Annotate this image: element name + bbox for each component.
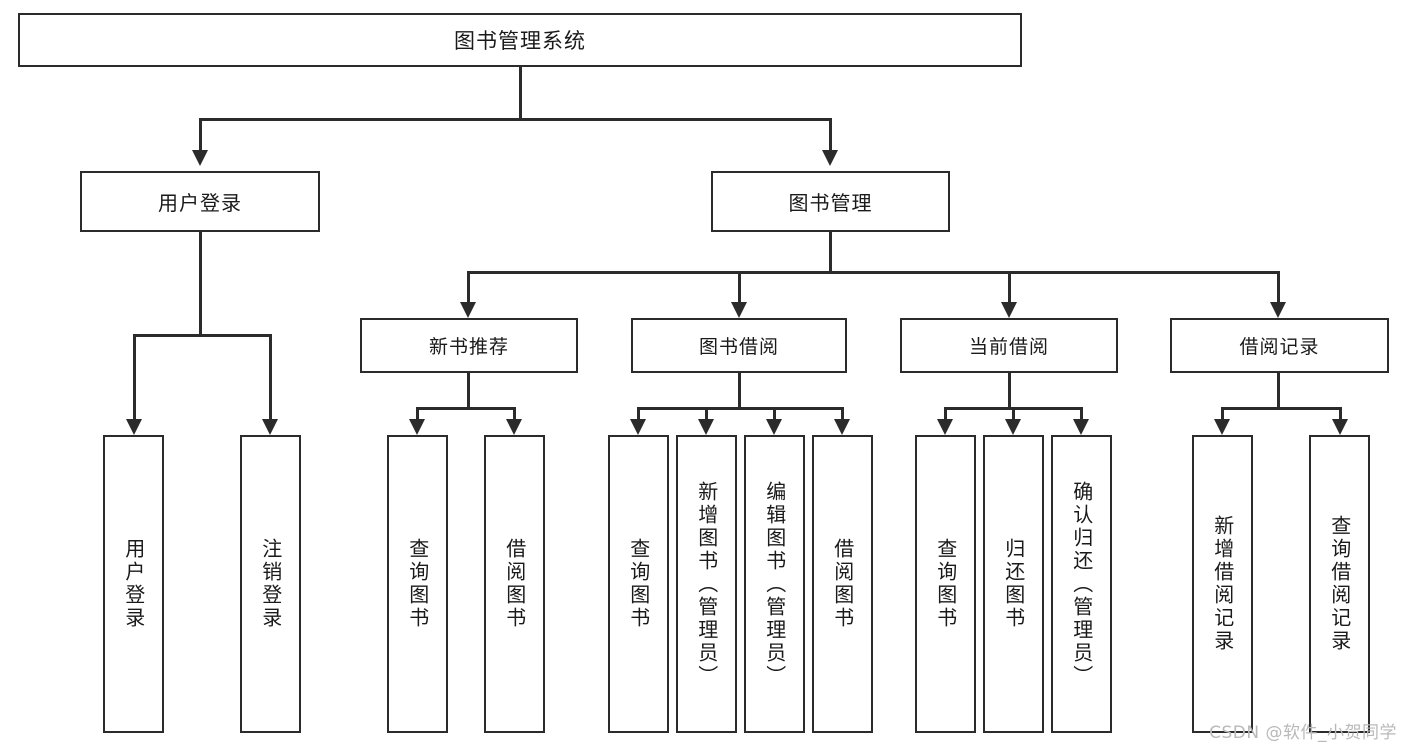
connector-borrow-record-stem — [1277, 373, 1280, 410]
leaf-current-borrow-1[interactable]: 查询图书 — [915, 435, 976, 733]
connector-book-borrow-child-1 — [637, 407, 640, 421]
node-book-borrow[interactable]: 图书借阅 — [631, 318, 847, 373]
connector-to-book-manage — [829, 118, 832, 150]
arrow-book-borrow-child-2 — [698, 419, 714, 435]
connector-borrow-record-bar — [1221, 407, 1341, 410]
leaf-book-borrow-3[interactable]: 编辑图书（管理员） — [744, 435, 805, 733]
connector-to-new-book — [467, 271, 470, 303]
leaf-current-borrow-3[interactable]: 确认归还（管理员） — [1051, 435, 1112, 733]
connector-user-login-stem — [199, 232, 202, 336]
connector-new-book-child-2 — [513, 407, 516, 421]
leaf-user-login-1-label: 用户登录 — [121, 538, 146, 630]
connector-current-borrow-stem — [1008, 373, 1011, 410]
connector-user-login-bar — [133, 334, 271, 337]
leaf-current-borrow-3-label: 确认归还（管理员） — [1069, 480, 1094, 688]
watermark: CSDN @软件_小贺同学 — [1209, 723, 1397, 743]
connector-to-current-borrow — [1008, 271, 1011, 303]
node-current-borrow[interactable]: 当前借阅 — [900, 318, 1118, 373]
arrow-new-book-child-2 — [506, 419, 522, 435]
arrow-to-current-borrow — [1001, 302, 1017, 318]
connector-to-book-borrow — [738, 271, 741, 303]
leaf-borrow-record-1-label: 新增借阅记录 — [1210, 515, 1235, 653]
arrow-current-borrow-child-2 — [1005, 419, 1021, 435]
leaf-book-borrow-4-label: 借阅图书 — [830, 538, 855, 630]
node-borrow-record-label: 借阅记录 — [1239, 336, 1320, 358]
connector-user-login-child-1 — [133, 334, 136, 420]
leaf-user-login-2[interactable]: 注销登录 — [240, 435, 301, 733]
leaf-new-book-2-label: 借阅图书 — [502, 538, 527, 630]
arrow-current-borrow-child-1 — [937, 419, 953, 435]
node-new-book-recommend-label: 新书推荐 — [428, 336, 509, 358]
arrow-new-book-child-1 — [409, 419, 425, 435]
connector-book-borrow-child-4 — [841, 407, 844, 421]
leaf-book-borrow-1[interactable]: 查询图书 — [608, 435, 669, 733]
connector-current-borrow-child-1 — [944, 407, 947, 421]
connector-book-manage-stem — [829, 232, 832, 274]
connector-level2-bar — [467, 271, 1279, 274]
arrow-borrow-record-child-2 — [1332, 419, 1348, 435]
arrow-user-login-child-1 — [126, 419, 142, 435]
leaf-borrow-record-2[interactable]: 查询借阅记录 — [1309, 435, 1370, 733]
leaf-borrow-record-2-label: 查询借阅记录 — [1327, 515, 1352, 653]
node-current-borrow-label: 当前借阅 — [968, 336, 1049, 358]
leaf-borrow-record-1[interactable]: 新增借阅记录 — [1192, 435, 1253, 733]
arrow-to-borrow-record — [1270, 302, 1286, 318]
leaf-user-login-2-label: 注销登录 — [258, 538, 283, 630]
node-root-label: 图书管理系统 — [454, 29, 586, 53]
connector-book-borrow-stem — [738, 373, 741, 410]
arrow-current-borrow-child-3 — [1073, 419, 1089, 435]
connector-to-borrow-record — [1277, 271, 1280, 303]
leaf-current-borrow-1-label: 查询图书 — [933, 538, 958, 630]
node-root[interactable]: 图书管理系统 — [18, 13, 1022, 67]
arrow-to-book-manage — [822, 150, 838, 166]
arrow-borrow-record-child-1 — [1214, 419, 1230, 435]
connector-borrow-record-child-1 — [1221, 407, 1224, 421]
connector-book-borrow-child-2 — [705, 407, 708, 421]
leaf-new-book-1[interactable]: 查询图书 — [387, 435, 448, 733]
connector-current-borrow-child-3 — [1080, 407, 1083, 421]
leaf-book-borrow-3-label: 编辑图书（管理员） — [762, 480, 787, 688]
node-user-login-label: 用户登录 — [158, 191, 242, 215]
node-new-book-recommend[interactable]: 新书推荐 — [360, 318, 578, 373]
node-book-manage-label: 图书管理 — [788, 191, 873, 215]
arrow-book-borrow-child-1 — [630, 419, 646, 435]
leaf-book-borrow-2-label: 新增图书（管理员） — [694, 480, 719, 688]
leaf-current-borrow-2[interactable]: 归还图书 — [983, 435, 1044, 733]
leaf-book-borrow-2[interactable]: 新增图书（管理员） — [676, 435, 737, 733]
arrow-to-book-borrow — [731, 302, 747, 318]
node-book-borrow-label: 图书借阅 — [698, 336, 779, 358]
connector-current-borrow-child-2 — [1012, 407, 1015, 421]
leaf-new-book-1-label: 查询图书 — [405, 538, 430, 630]
leaf-user-login-1[interactable]: 用户登录 — [103, 435, 164, 733]
connector-new-book-child-1 — [416, 407, 419, 421]
connector-root-stem — [519, 67, 522, 119]
connector-level1-bar — [199, 118, 832, 121]
leaf-book-borrow-4[interactable]: 借阅图书 — [812, 435, 873, 733]
connector-user-login-child-2 — [269, 334, 272, 420]
connector-book-borrow-bar — [637, 407, 843, 410]
node-book-manage[interactable]: 图书管理 — [711, 171, 950, 232]
connector-new-book-stem — [467, 373, 470, 410]
connector-book-borrow-child-3 — [773, 407, 776, 421]
connector-borrow-record-child-2 — [1339, 407, 1342, 421]
connector-to-user-login — [199, 118, 202, 150]
arrow-to-user-login — [192, 150, 208, 166]
arrow-book-borrow-child-3 — [766, 419, 782, 435]
leaf-new-book-2[interactable]: 借阅图书 — [484, 435, 545, 733]
node-borrow-record[interactable]: 借阅记录 — [1170, 318, 1389, 373]
arrow-user-login-child-2 — [262, 419, 278, 435]
leaf-current-borrow-2-label: 归还图书 — [1001, 538, 1026, 630]
connector-new-book-bar — [416, 407, 516, 410]
arrow-to-new-book — [460, 302, 476, 318]
arrow-book-borrow-child-4 — [834, 419, 850, 435]
leaf-book-borrow-1-label: 查询图书 — [626, 538, 651, 630]
node-user-login[interactable]: 用户登录 — [80, 171, 320, 232]
